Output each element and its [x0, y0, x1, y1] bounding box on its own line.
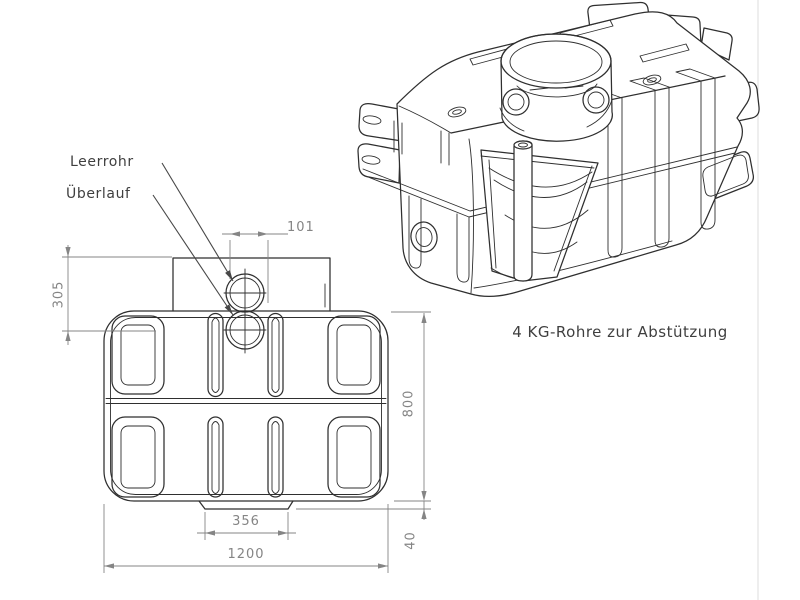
leader-lines [152, 162, 234, 316]
ueberlauf-label: Überlauf [66, 186, 131, 202]
dimension-356: 356 [232, 514, 260, 529]
dimension-40: 40 [403, 531, 419, 550]
leerrohr-label: Leerrohr [70, 154, 134, 170]
dimension-1200: 1200 [227, 547, 265, 562]
dimension-305: 305 [51, 280, 67, 309]
front-view [103, 257, 389, 510]
dimension-101: 101 [287, 220, 315, 235]
dimension-800: 800 [401, 389, 417, 418]
dimension-linework [62, 231, 431, 573]
support-note: 4 KG-Rohre zur Abstützung [512, 323, 728, 341]
iso-view [357, 1, 760, 298]
